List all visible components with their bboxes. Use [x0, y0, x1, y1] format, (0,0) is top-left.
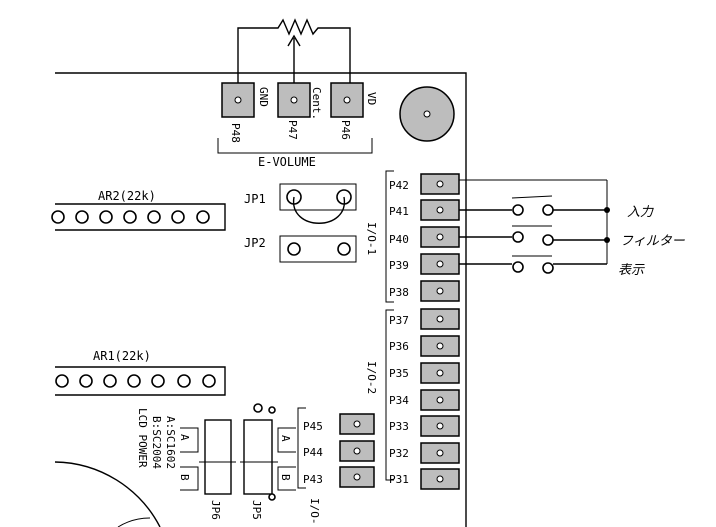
ar2-label: AR2(22k)	[98, 189, 156, 203]
pin-name-gnd: GND	[257, 87, 270, 107]
io2-label: I/O-2	[365, 361, 378, 394]
io1-port-p42: P42	[389, 173, 460, 195]
io1-port-p39: P39	[389, 253, 460, 275]
svg-text:P35: P35	[389, 367, 409, 380]
ar1-label: AR1(22k)	[93, 349, 151, 363]
svg-text:P38: P38	[389, 286, 409, 299]
io2-port-p32: P32	[389, 442, 460, 464]
jp2-label: JP2	[244, 236, 266, 250]
svg-text:P36: P36	[389, 340, 409, 353]
annotation-filter: フィルター	[620, 234, 686, 249]
io2-port-p31: P31	[389, 468, 460, 490]
lcd-line1: A:SC1602	[164, 416, 177, 469]
volume-bracket	[217, 138, 373, 154]
svg-text:P43: P43	[303, 473, 323, 486]
ar2-resistor-array	[51, 203, 226, 231]
ar1-resistor-array	[55, 366, 226, 396]
io3-bracket	[297, 407, 306, 489]
lcd-line3: LCD POWER	[136, 408, 149, 468]
volume-pin-cent: Cent. P47	[277, 82, 323, 140]
io2-port-p37: P37	[389, 308, 460, 330]
pin-name-vd: VD	[365, 92, 378, 105]
io3-port-p44: P44	[303, 440, 375, 462]
jp5-selector: A B JP5	[240, 403, 296, 520]
io1-label: I/O-1	[365, 222, 378, 255]
svg-text:P40: P40	[389, 233, 409, 246]
svg-text:JP6: JP6	[209, 500, 222, 520]
io3-port-p43: P43	[303, 466, 375, 488]
io2-port-p35: P35	[389, 362, 460, 384]
io3-port-p45: P45	[303, 413, 375, 435]
mounting-hole	[399, 86, 455, 142]
svg-text:P37: P37	[389, 314, 409, 327]
io1-port-p41: P41	[389, 199, 460, 221]
port-p46: P46	[339, 120, 352, 140]
svg-text:B: B	[178, 474, 191, 481]
svg-text:P34: P34	[389, 394, 409, 407]
svg-text:A: A	[279, 435, 292, 442]
board-outline	[55, 72, 467, 527]
svg-text:P45: P45	[303, 420, 323, 433]
svg-text:P31: P31	[389, 473, 409, 486]
pin-name-cent: Cent.	[310, 87, 323, 120]
svg-text:P42: P42	[389, 179, 409, 192]
io1-port-p40: P40	[389, 226, 460, 248]
svg-text:A: A	[178, 434, 191, 441]
jp2-jumper	[279, 235, 357, 263]
jp1-label: JP1	[244, 192, 266, 206]
e-volume-label: E-VOLUME	[258, 155, 316, 169]
io1-bracket	[385, 170, 394, 303]
volume-pin-gnd: GND P48	[221, 82, 270, 143]
io2-port-p36: P36	[389, 335, 460, 357]
port-p48: P48	[229, 123, 242, 143]
svg-text:P33: P33	[389, 420, 409, 433]
io3-label: I/O-	[308, 498, 321, 525]
lcd-arc	[54, 461, 161, 527]
volume-pin-vd: VD P46	[330, 82, 378, 140]
jp1-jumper	[279, 183, 357, 224]
switch-wiring	[459, 179, 610, 274]
svg-text:B: B	[279, 474, 292, 481]
potentiometer-symbol	[237, 18, 351, 90]
annotation-display: 表示	[618, 263, 645, 278]
svg-text:P32: P32	[389, 447, 409, 460]
jp6-selector: A B JP6	[178, 419, 236, 520]
io1-port-p38: P38	[389, 280, 460, 302]
io2-bracket	[385, 309, 394, 481]
svg-text:JP5: JP5	[250, 500, 263, 520]
io2-port-p34: P34	[389, 389, 460, 411]
annotation-input: 入力	[627, 205, 654, 220]
svg-text:P41: P41	[389, 205, 409, 218]
svg-text:P39: P39	[389, 259, 409, 272]
lcd-line2: B:SC2004	[150, 416, 163, 469]
io2-port-p33: P33	[389, 415, 460, 437]
port-p47: P47	[286, 120, 299, 140]
lcd-arc-inner	[117, 517, 151, 527]
svg-text:P44: P44	[303, 446, 323, 459]
